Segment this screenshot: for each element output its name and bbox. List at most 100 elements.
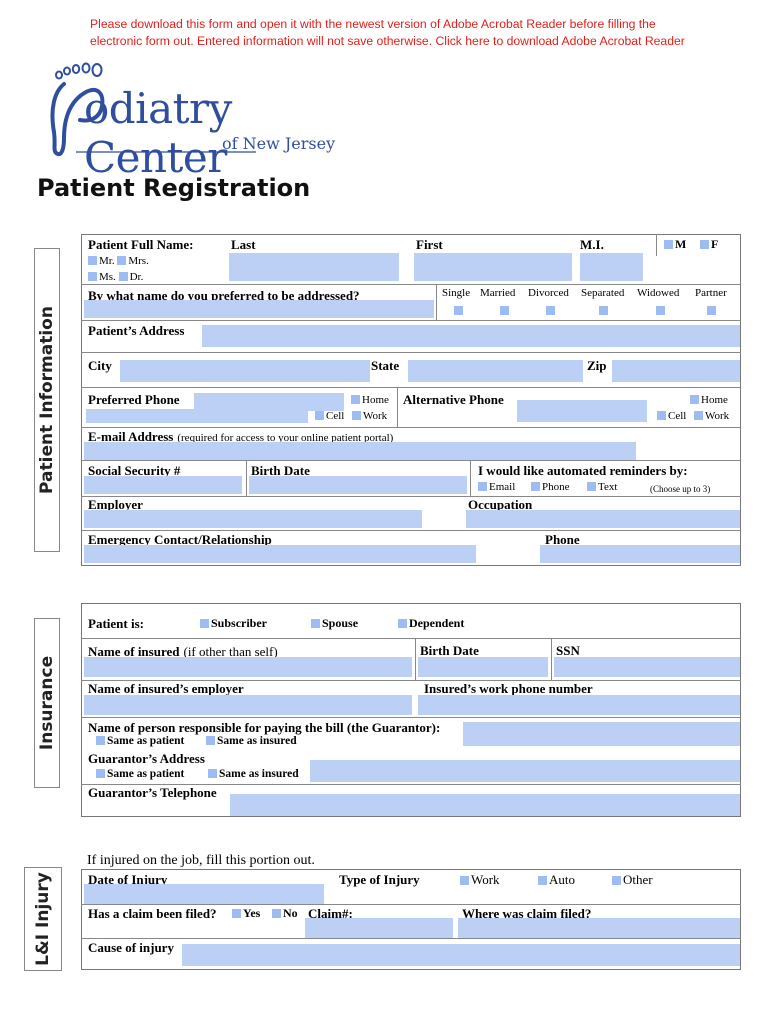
ssn-input[interactable] [84, 476, 242, 494]
guarantor-same-as-insured-checkbox[interactable] [206, 736, 215, 745]
insured-work-phone-input[interactable] [418, 695, 740, 715]
claim-no-checkbox[interactable] [272, 909, 281, 918]
alt-phone-work-option[interactable]: Work [694, 410, 729, 422]
marital-separated-checkbox[interactable] [599, 306, 608, 315]
pref-phone-cell-option[interactable]: Cell [315, 410, 344, 422]
insured-ssn-input[interactable] [554, 657, 740, 677]
sex-female-checkbox[interactable] [700, 240, 709, 249]
divider [81, 530, 741, 531]
title-ms-checkbox[interactable] [88, 272, 97, 281]
insurance-section [81, 603, 741, 817]
injury-type-work-checkbox[interactable] [460, 876, 469, 885]
marital-widowed-checkbox[interactable] [656, 306, 665, 315]
city-input[interactable] [120, 360, 370, 382]
alt-phone-cell-checkbox[interactable] [657, 411, 666, 420]
pref-phone-work-checkbox[interactable] [352, 411, 361, 420]
address-same-as-insured-checkbox[interactable] [208, 769, 217, 778]
date-of-injury-input[interactable] [84, 884, 324, 904]
title-mr-option[interactable]: Mr. Mrs. [88, 255, 149, 267]
first-name-input[interactable] [414, 253, 572, 281]
email-input[interactable] [84, 442, 636, 460]
injury-type-auto-checkbox[interactable] [538, 876, 547, 885]
download-acrobat-link[interactable]: Click here to download Adobe Acrobat Rea… [435, 34, 685, 48]
injury-type-other-checkbox[interactable] [612, 876, 621, 885]
divider [81, 784, 741, 785]
claim-no-option[interactable]: No [272, 906, 298, 921]
guarantor-same-as-patient-checkbox[interactable] [96, 736, 105, 745]
sex-female-option[interactable]: F [700, 237, 718, 252]
alt-phone-work-checkbox[interactable] [694, 411, 703, 420]
insurance-tab: Insurance [34, 618, 60, 788]
last-name-input[interactable] [229, 253, 399, 281]
reminder-phone-label: Phone [542, 481, 570, 493]
dependent-checkbox[interactable] [398, 619, 407, 628]
marital-divorced-label: Divorced [528, 287, 569, 299]
marital-married-checkbox[interactable] [500, 306, 509, 315]
injury-type-work-option[interactable]: Work [460, 872, 500, 888]
middle-initial-input[interactable] [580, 253, 643, 281]
guarantor-address-input[interactable] [310, 760, 740, 782]
alt-phone-cell-option[interactable]: Cell [657, 410, 686, 422]
spouse-checkbox[interactable] [311, 619, 320, 628]
reminder-phone-checkbox[interactable] [531, 482, 540, 491]
preferred-name-input[interactable] [84, 300, 434, 318]
pref-phone-home-option[interactable]: Home [351, 394, 389, 406]
alt-phone-home-checkbox[interactable] [690, 395, 699, 404]
dependent-option[interactable]: Dependent [398, 616, 464, 631]
spouse-option[interactable]: Spouse [311, 616, 358, 631]
divider [551, 638, 552, 680]
sex-male-checkbox[interactable] [664, 240, 673, 249]
pref-phone-work-option[interactable]: Work [352, 410, 387, 422]
reminder-email-checkbox[interactable] [478, 482, 487, 491]
marital-divorced-checkbox[interactable] [546, 306, 555, 315]
injury-type-other-option[interactable]: Other [612, 872, 653, 888]
sex-female-label: F [711, 237, 719, 251]
employer-input[interactable] [84, 510, 422, 528]
pref-phone-home-checkbox[interactable] [351, 395, 360, 404]
emergency-contact-input[interactable] [84, 545, 476, 563]
preferred-phone-input[interactable] [194, 393, 344, 411]
guarantor-telephone-input[interactable] [230, 794, 740, 816]
address-same-as-patient-checkbox[interactable] [96, 769, 105, 778]
insured-birth-date-input[interactable] [418, 657, 548, 677]
reminder-text-option[interactable]: Text [587, 481, 617, 493]
title-mrs-checkbox[interactable] [117, 256, 127, 265]
title-mr-checkbox[interactable] [88, 256, 97, 265]
address-same-as-insured-option[interactable]: Same as insured [208, 768, 299, 780]
claim-number-input[interactable] [305, 918, 453, 938]
marital-single-checkbox[interactable] [454, 306, 463, 315]
cause-of-injury-input[interactable] [182, 944, 740, 966]
state-input[interactable] [408, 360, 583, 382]
reminder-email-option[interactable]: Email [478, 481, 515, 493]
claim-yes-label: Yes [243, 906, 261, 920]
sex-male-option[interactable]: M [664, 237, 686, 252]
injury-type-auto-option[interactable]: Auto [538, 872, 575, 888]
pref-phone-cell-checkbox[interactable] [315, 411, 324, 420]
reminder-phone-option[interactable]: Phone [531, 481, 570, 493]
address-same-as-patient-option[interactable]: Same as patient [96, 768, 184, 780]
insured-employer-input[interactable] [84, 695, 412, 715]
where-claim-filed-input[interactable] [458, 918, 740, 938]
insured-name-input[interactable] [84, 657, 412, 677]
reminder-text-checkbox[interactable] [587, 482, 596, 491]
guarantor-same-as-insured-option[interactable]: Same as insured [206, 735, 297, 747]
guarantor-name-input[interactable] [463, 722, 740, 746]
emergency-phone-input[interactable] [540, 545, 740, 563]
guarantor-same-as-patient-option[interactable]: Same as patient [96, 735, 184, 747]
occupation-input[interactable] [466, 510, 740, 528]
patient-address-input[interactable] [202, 325, 740, 347]
birth-date-input[interactable] [249, 476, 467, 494]
alternative-phone-input[interactable] [517, 400, 647, 422]
claim-yes-option[interactable]: Yes [232, 906, 260, 921]
marital-partner-checkbox[interactable] [707, 306, 716, 315]
title-dr-checkbox[interactable] [118, 272, 128, 281]
alt-phone-home-option[interactable]: Home [690, 394, 728, 406]
first-name-label: First [416, 237, 443, 252]
zip-input[interactable] [612, 360, 740, 382]
claim-yes-checkbox[interactable] [232, 909, 241, 918]
preferred-phone-input-2[interactable] [86, 409, 308, 423]
subscriber-option[interactable]: Subscriber [200, 616, 267, 631]
divider [81, 904, 741, 905]
subscriber-checkbox[interactable] [200, 619, 209, 628]
title-ms-option[interactable]: Ms. Dr. [88, 271, 143, 283]
